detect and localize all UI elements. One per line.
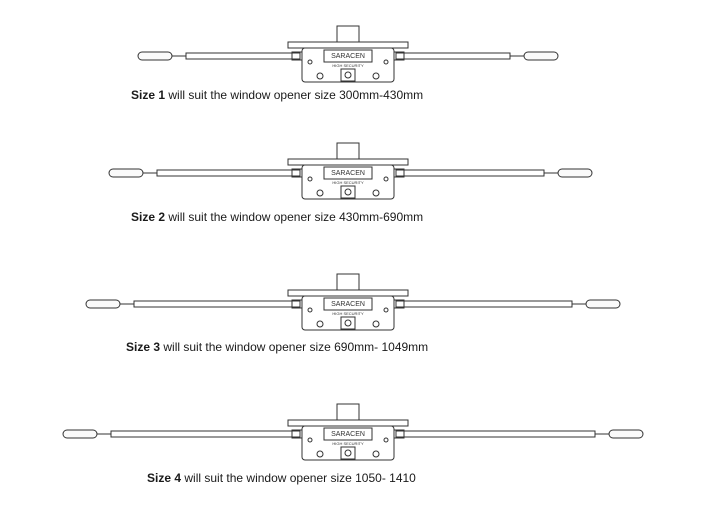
right-rod	[395, 169, 545, 177]
spindle-block	[336, 273, 360, 291]
right-end-pin	[585, 299, 621, 309]
lock-drawing: SARACEN HIGH SECURITY	[62, 403, 644, 461]
screw-right	[372, 320, 380, 328]
espagnolette-diagram-size-3: SARACEN HIGH SECURITY	[0, 272, 705, 332]
spindle-hole	[340, 68, 356, 82]
size-description: will suit the window opener size 430mm-6…	[168, 210, 424, 224]
size-description: will suit the window opener size 1050- 1…	[184, 471, 416, 485]
caption-size-1: Size 1 will suit the window opener size …	[131, 88, 423, 102]
gearbox-body	[301, 425, 395, 461]
screw-right	[372, 72, 380, 80]
screw-right	[372, 189, 380, 197]
brand-name-mark: SARACEN	[331, 170, 365, 177]
screw-small-right	[383, 307, 389, 313]
screw-small-right	[383, 176, 389, 182]
right-end-pin	[557, 168, 593, 178]
brand-name-mark: SARACEN	[331, 53, 365, 60]
brand-tagline-mark: HIGH SECURITY	[332, 441, 364, 446]
spindle-hole-inner	[344, 71, 352, 79]
left-guide	[291, 168, 303, 178]
left-end-pin	[85, 299, 121, 309]
size-label: Size 1	[131, 88, 166, 102]
right-rod	[395, 430, 596, 438]
left-guide	[291, 51, 303, 61]
faceplate-flange	[287, 158, 409, 166]
right-guide	[393, 299, 405, 309]
gearbox-body	[301, 295, 395, 331]
spindle-hole-inner	[344, 319, 352, 327]
size-description: will suit the window opener size 300mm-4…	[168, 88, 424, 102]
gearbox-body	[301, 164, 395, 200]
left-guide	[291, 299, 303, 309]
left-end-pin	[137, 51, 173, 61]
spindle-block	[336, 25, 360, 43]
faceplate-flange	[287, 289, 409, 297]
brand-plate	[323, 297, 373, 311]
spindle-hole	[340, 316, 356, 330]
right-end-pin	[608, 429, 644, 439]
brand-tagline-mark: HIGH SECURITY	[332, 311, 364, 316]
right-rod	[395, 52, 511, 60]
spindle-hole	[340, 446, 356, 460]
caption-size-2: Size 2 will suit the window opener size …	[131, 210, 423, 224]
screw-left	[316, 320, 324, 328]
left-rod	[110, 430, 301, 438]
spindle-hole-inner	[344, 188, 352, 196]
left-end-pin	[62, 429, 98, 439]
right-guide	[393, 168, 405, 178]
espagnolette-diagram-size-1: SARACEN HIGH SECURITY	[0, 24, 705, 84]
caption-size-3: Size 3 will suit the window opener size …	[126, 340, 428, 354]
gearbox-body	[301, 47, 395, 83]
spindle-block	[336, 142, 360, 160]
espagnolette-diagram-size-4: SARACEN HIGH SECURITY	[0, 402, 705, 462]
caption-size-4: Size 4 will suit the window opener size …	[147, 471, 416, 485]
left-rod	[133, 300, 301, 308]
screw-right	[372, 450, 380, 458]
size-label: Size 4	[147, 471, 182, 485]
spindle-hole	[340, 185, 356, 199]
right-guide	[393, 429, 405, 439]
screw-small-right	[383, 59, 389, 65]
left-end-pin	[108, 168, 144, 178]
espagnolette-diagram-size-2: SARACEN HIGH SECURITY	[0, 141, 705, 201]
size-label: Size 2	[131, 210, 166, 224]
screw-left	[316, 450, 324, 458]
brand-plate	[323, 49, 373, 63]
screw-small-left	[307, 437, 313, 443]
brand-tagline-mark: HIGH SECURITY	[332, 180, 364, 185]
size-label: Size 3	[126, 340, 161, 354]
right-rod	[395, 300, 573, 308]
screw-small-right	[383, 437, 389, 443]
brand-tagline-mark: HIGH SECURITY	[332, 63, 364, 68]
brand-plate	[323, 427, 373, 441]
spindle-block	[336, 403, 360, 421]
spindle-hole-inner	[344, 449, 352, 457]
brand-name-mark: SARACEN	[331, 301, 365, 308]
brand-name-mark: SARACEN	[331, 431, 365, 438]
screw-small-left	[307, 307, 313, 313]
brand-plate	[323, 166, 373, 180]
left-guide	[291, 429, 303, 439]
faceplate-flange	[287, 41, 409, 49]
screw-small-left	[307, 176, 313, 182]
lock-drawing: SARACEN HIGH SECURITY	[137, 25, 559, 83]
left-rod	[156, 169, 301, 177]
size-description: will suit the window opener size 690mm- …	[163, 340, 429, 354]
lock-drawing: SARACEN HIGH SECURITY	[85, 273, 621, 331]
screw-left	[316, 72, 324, 80]
lock-drawing: SARACEN HIGH SECURITY	[108, 142, 593, 200]
left-rod	[185, 52, 301, 60]
right-end-pin	[523, 51, 559, 61]
right-guide	[393, 51, 405, 61]
screw-small-left	[307, 59, 313, 65]
faceplate-flange	[287, 419, 409, 427]
screw-left	[316, 189, 324, 197]
